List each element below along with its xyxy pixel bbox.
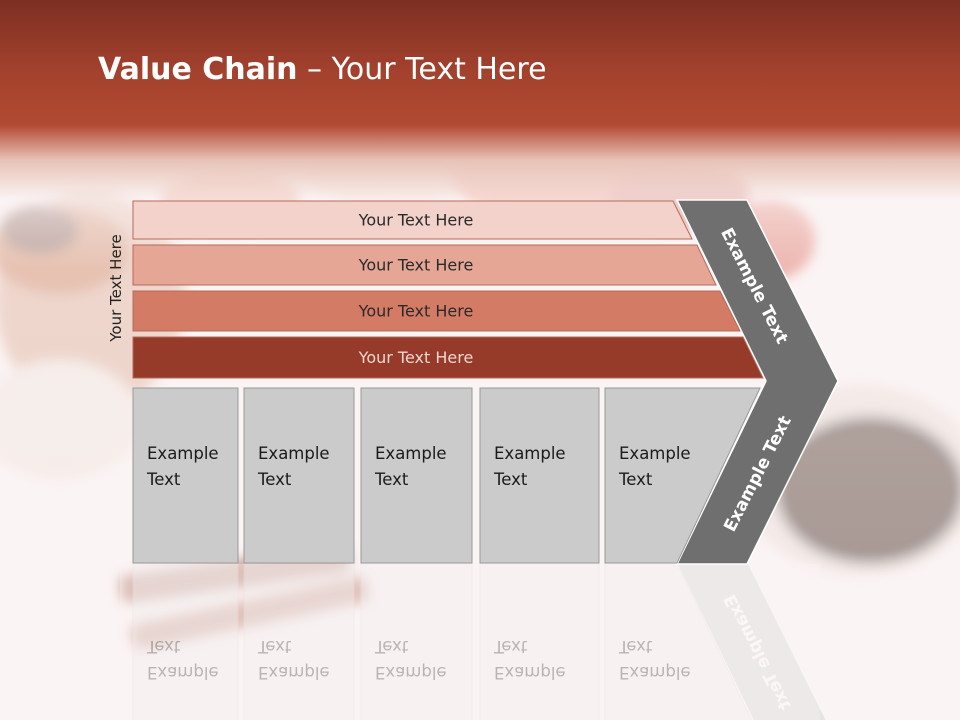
- title-rest: – Your Text Here: [297, 52, 547, 87]
- support-row-label: Your Text Here: [358, 348, 474, 367]
- activity-box-reflection-line1: Example: [375, 663, 447, 682]
- activity-box-label-line1: Example: [494, 444, 566, 463]
- activity-box-reflection-shape: [360, 562, 473, 720]
- activity-box-reflection: Example Text: [360, 562, 473, 720]
- activity-box-reflection-line1: Example: [619, 663, 691, 682]
- activity-box-label-line1: Example: [258, 444, 330, 463]
- title-bar: [0, 0, 960, 200]
- activity-box-reflection-shape: [132, 562, 239, 720]
- activity-box-reflection-line2: Text: [146, 637, 181, 656]
- activity-box-label-line2: Text: [618, 470, 653, 489]
- activity-box-reflection-line2: Text: [257, 637, 292, 656]
- activity-box-reflection-line2: Text: [493, 637, 528, 656]
- page-title: Value Chain – Your Text Here: [98, 52, 547, 87]
- activity-box-5: [604, 387, 761, 564]
- activity-box-3: [360, 387, 473, 564]
- arrow-chevron: [675, 199, 839, 565]
- activity-box-4: [479, 387, 600, 564]
- activity-box-label-line2: Text: [493, 470, 528, 489]
- support-row-2: [132, 244, 717, 286]
- activity-box-reflection: Example Text: [132, 562, 239, 720]
- activity-box-label-line2: Text: [257, 470, 292, 489]
- activity-box-2: [243, 387, 355, 564]
- activity-box-reflection: Example Text: [243, 562, 355, 720]
- title-bold: Value Chain: [98, 52, 298, 87]
- activity-box-reflection-line2: Text: [374, 637, 409, 656]
- activity-box-reflection-line2: Text: [618, 637, 653, 656]
- support-row-1: [132, 200, 693, 240]
- activity-box-reflection: Example Text: [479, 562, 600, 720]
- activity-box-label-line1: Example: [147, 444, 219, 463]
- activity-box-label-line1: Example: [375, 444, 447, 463]
- support-row-4: [132, 336, 764, 379]
- activity-box-1: [132, 387, 239, 564]
- activity-box-label-line2: Text: [374, 470, 409, 489]
- activity-box-reflection-shape: [479, 562, 600, 720]
- arrow-reflection-shape: [677, 562, 826, 720]
- reflection: ExampleTextExampleTextExampleTextExample…: [120, 562, 826, 720]
- activity-box-reflection-line1: Example: [494, 663, 566, 682]
- support-row-label: Your Text Here: [358, 302, 474, 321]
- support-row-label: Your Text Here: [358, 256, 474, 275]
- activity-box-label-line2: Text: [146, 470, 181, 489]
- activity-box-reflection-line1: Example: [258, 663, 330, 682]
- support-row-label: Your Text Here: [358, 211, 474, 230]
- activity-box-label-line1: Example: [619, 444, 691, 463]
- support-row-3: [132, 290, 741, 332]
- activity-box-reflection-line1: Example: [147, 663, 219, 682]
- activity-box-reflection-shape: [243, 562, 355, 720]
